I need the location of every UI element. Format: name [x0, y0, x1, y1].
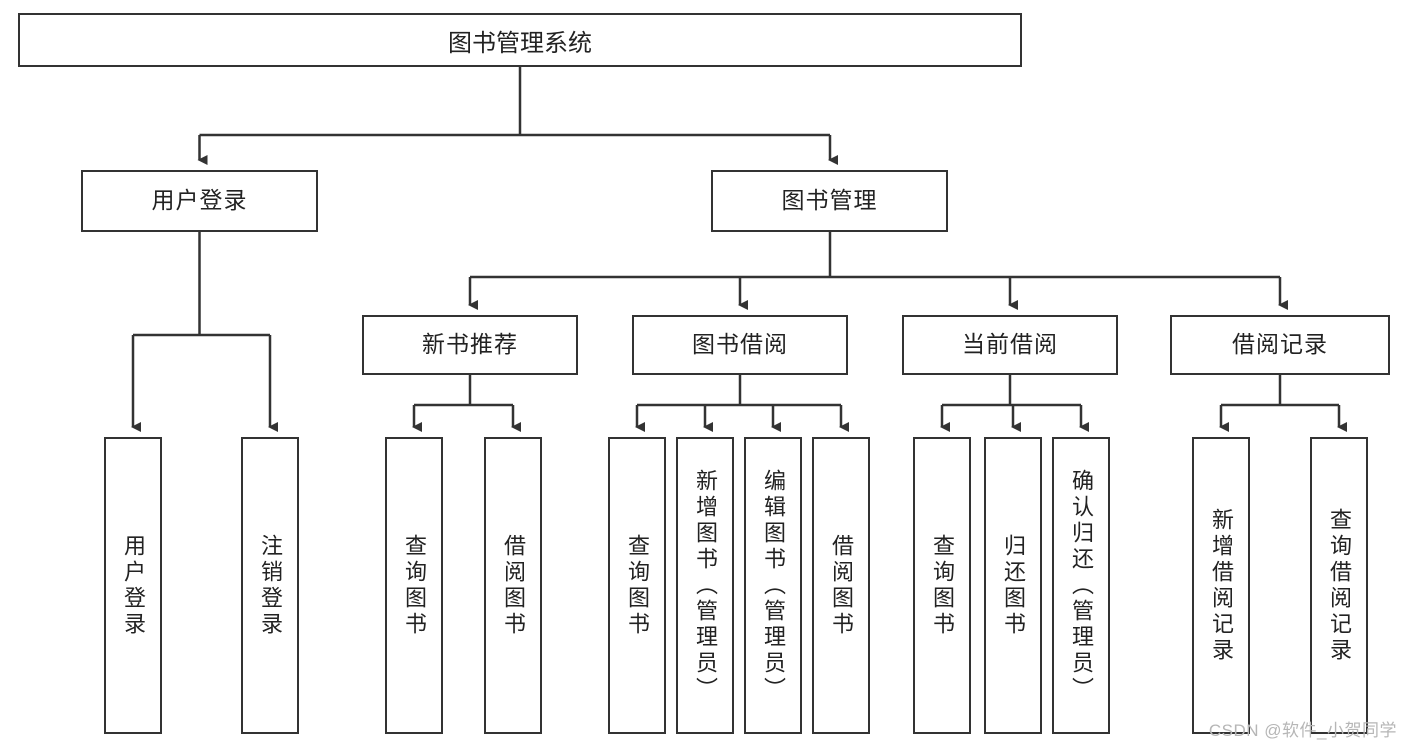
leaf-query-borrow-record[interactable]: 查询借阅记录	[1310, 437, 1368, 734]
node-current-borrow[interactable]: 当前借阅	[902, 315, 1118, 375]
leaf-label: 确认归还（管理员）	[1069, 468, 1094, 703]
leaf-label: 借阅图书	[501, 533, 526, 638]
node-root-label: 图书管理系统	[448, 29, 592, 57]
watermark: CSDN @软件_小贺同学	[1208, 721, 1397, 740]
leaf-label: 查询图书	[402, 533, 427, 638]
leaf-label: 新增图书（管理员）	[693, 468, 718, 703]
leaf-label: 查询图书	[930, 533, 955, 638]
leaf-query-book-current[interactable]: 查询图书	[913, 437, 971, 734]
leaf-user-login[interactable]: 用户登录	[104, 437, 162, 734]
leaf-confirm-return-admin[interactable]: 确认归还（管理员）	[1052, 437, 1110, 734]
leaf-add-borrow-record[interactable]: 新增借阅记录	[1192, 437, 1250, 734]
leaf-label: 查询借阅记录	[1327, 507, 1352, 664]
leaf-add-book-admin[interactable]: 新增图书（管理员）	[676, 437, 734, 734]
leaf-label: 借阅图书	[829, 533, 854, 638]
node-book-management-label: 图书管理	[781, 187, 878, 214]
leaf-label: 编辑图书（管理员）	[761, 468, 786, 703]
node-root[interactable]: 图书管理系统	[18, 13, 1022, 67]
leaf-label: 归还图书	[1001, 533, 1026, 638]
leaf-borrow-book[interactable]: 借阅图书	[812, 437, 870, 734]
leaf-label: 新增借阅记录	[1209, 507, 1234, 664]
leaf-label: 用户登录	[121, 533, 146, 638]
node-user-login-label: 用户登录	[151, 187, 248, 214]
leaf-edit-book-admin[interactable]: 编辑图书（管理员）	[744, 437, 802, 734]
node-user-login[interactable]: 用户登录	[81, 170, 318, 232]
node-borrow-records[interactable]: 借阅记录	[1170, 315, 1390, 375]
node-book-borrow[interactable]: 图书借阅	[632, 315, 848, 375]
node-book-borrow-label: 图书借阅	[692, 331, 788, 358]
node-new-book-recommend[interactable]: 新书推荐	[362, 315, 578, 375]
leaf-label: 查询图书	[625, 533, 650, 638]
node-borrow-records-label: 借阅记录	[1232, 331, 1328, 358]
leaf-return-book[interactable]: 归还图书	[984, 437, 1042, 734]
node-new-book-recommend-label: 新书推荐	[422, 331, 518, 358]
node-book-management[interactable]: 图书管理	[711, 170, 948, 232]
leaf-logout[interactable]: 注销登录	[241, 437, 299, 734]
leaf-query-book-borrow[interactable]: 查询图书	[608, 437, 666, 734]
leaf-query-book-recommend[interactable]: 查询图书	[385, 437, 443, 734]
leaf-label: 注销登录	[258, 533, 283, 638]
leaf-borrow-book-recommend[interactable]: 借阅图书	[484, 437, 542, 734]
node-current-borrow-label: 当前借阅	[962, 331, 1058, 358]
